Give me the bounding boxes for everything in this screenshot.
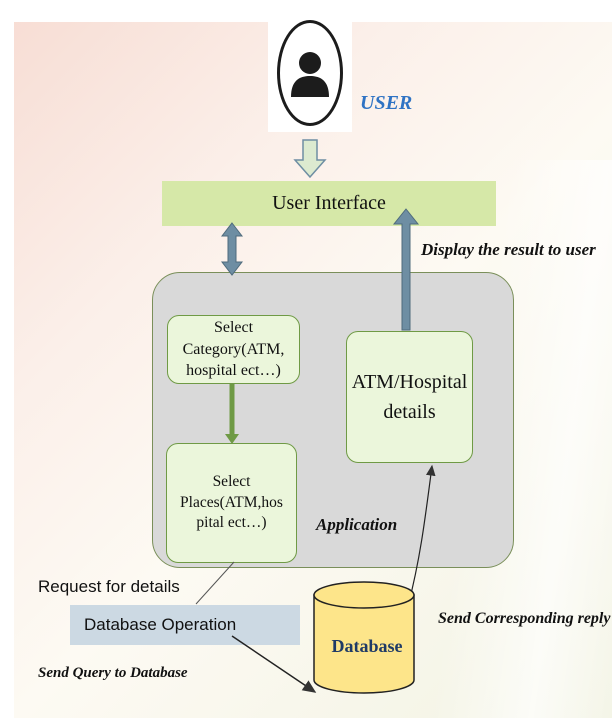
- atm-hospital-details-node: ATM/Hospital details: [346, 331, 473, 463]
- places-to-db-operation-line: [195, 561, 235, 605]
- left-margin: [0, 0, 14, 718]
- category-to-places-arrowhead: [225, 434, 239, 444]
- user-avatar-icon: [277, 20, 343, 126]
- interface-application-double-arrow: [220, 222, 244, 276]
- user-interface-label: User Interface: [272, 192, 386, 214]
- database-cylinder: [313, 581, 415, 694]
- user-to-interface-arrow: [293, 139, 327, 179]
- request-details-label: Request for details: [38, 577, 180, 596]
- display-result-label: Display the result to user: [421, 240, 596, 259]
- person-icon: [291, 52, 329, 97]
- select-category-node: Select Category(ATM, hospital ect…): [167, 315, 300, 384]
- db-operation-to-database-arrow: [231, 635, 317, 693]
- send-reply-label: Send Corresponding reply: [438, 610, 611, 627]
- database-operation-label: Database Operation: [84, 615, 237, 634]
- database-operation-box: Database Operation: [70, 605, 300, 645]
- application-label: Application: [316, 515, 398, 534]
- database-label: Database: [331, 636, 403, 656]
- select-places-node: Select Places(ATM,hos pital ect…): [166, 443, 297, 563]
- top-margin: [0, 0, 612, 22]
- user-label: USER: [360, 92, 413, 114]
- user-interface-box: User Interface: [162, 181, 496, 226]
- details-to-interface-arrow: [392, 208, 420, 331]
- database-to-details-arrow: [407, 464, 436, 607]
- send-query-label: Send Query to Database: [38, 665, 188, 681]
